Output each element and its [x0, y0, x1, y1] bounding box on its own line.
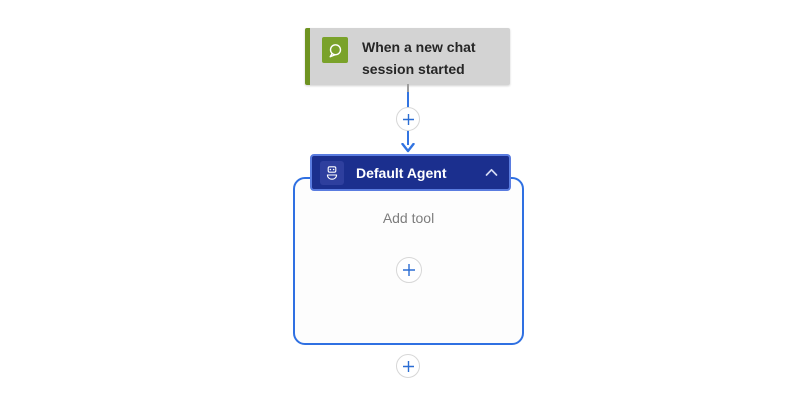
add-next-step-plus-button[interactable]	[396, 354, 420, 378]
plus-icon	[402, 113, 414, 125]
agent-robot-icon	[320, 160, 344, 185]
insert-step-plus-button[interactable]	[396, 107, 420, 131]
connector-stub	[407, 84, 409, 92]
trigger-title: When a new chat session started	[362, 39, 476, 77]
add-tool-plus-button[interactable]	[396, 257, 422, 283]
add-tool-label: Add tool	[382, 210, 435, 226]
connector-arrowhead-icon	[401, 143, 415, 153]
agent-card-header[interactable]: Default Agent	[310, 154, 511, 191]
trigger-accent-stripe	[305, 28, 310, 85]
plus-icon	[402, 360, 414, 372]
plus-icon	[403, 264, 415, 276]
chat-bubble-icon	[322, 37, 348, 63]
trigger-card[interactable]: When a new chat session started	[305, 28, 510, 85]
chevron-up-icon[interactable]	[485, 168, 498, 177]
agent-title: Default Agent	[356, 164, 447, 181]
